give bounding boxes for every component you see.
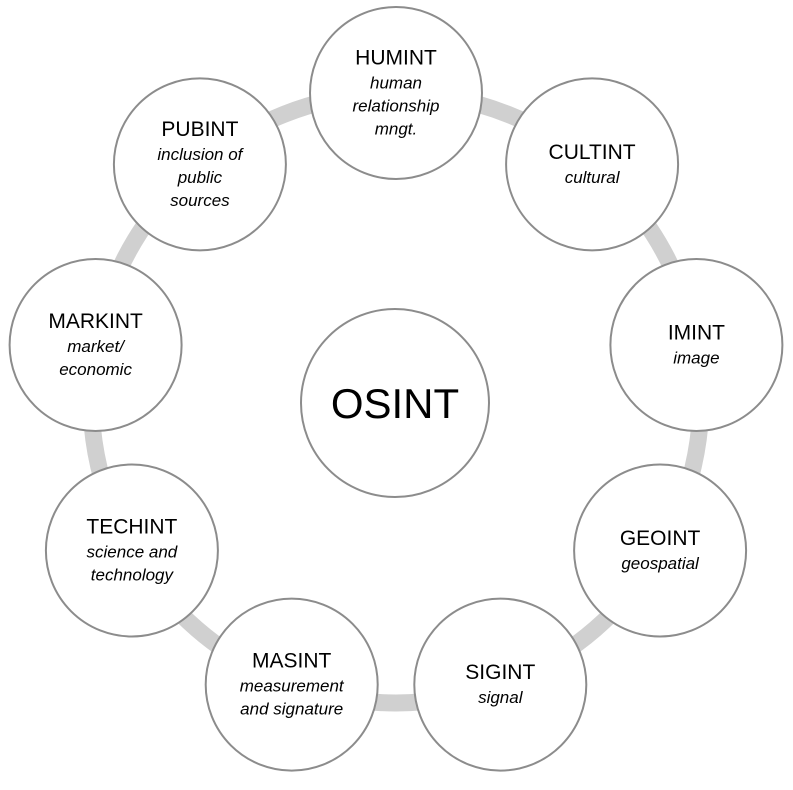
node-circle [413,597,588,772]
node-description-line: science and [87,543,178,562]
node-title: PUBINT [161,118,238,141]
node-description-line: technology [91,566,175,585]
node-description-line: cultural [565,168,621,187]
node-masint: MASINT measurement and signature [204,597,379,772]
center-circle [300,308,490,498]
outer-nodes-layer: HUMINT human relationship mngt. CULTINT cultu… [8,6,784,772]
node-description-line: geospatial [621,554,700,573]
node-circle [505,77,680,252]
node-markint: MARKINT market/economic [8,258,183,432]
node-description-line: image [673,349,719,368]
node-description-line: inclusion of [157,145,244,164]
node-title: IMINT [668,322,725,345]
node-imint: IMINT image [609,258,784,432]
node-title: SIGINT [465,661,535,684]
node-circle [204,597,379,772]
node-circle [8,258,183,432]
node-circle [573,463,748,638]
node-description-line: public [177,168,223,187]
node-title: MARKINT [48,310,143,333]
node-circle [309,6,483,180]
node-description-line: sources [170,191,230,210]
node-title: GEOINT [620,527,701,550]
center-node-osint: OSINT [300,308,490,498]
node-title: HUMINT [355,47,437,70]
node-circle [609,258,784,432]
node-pubint: PUBINT inclusion of public sources [112,77,287,252]
node-description-line: signal [478,688,524,707]
node-description-line: and signature [240,700,343,719]
node-description-line: market/ [67,337,126,356]
node-humint: HUMINT human relationship mngt. [309,6,483,180]
node-title: MASINT [252,650,332,673]
node-geoint: GEOINT geospatial [573,463,748,638]
node-title: TECHINT [86,516,177,539]
node-description-line: measurement [240,677,345,696]
node-description-line: relationship [353,97,440,116]
node-techint: TECHINT science and technology [44,463,219,638]
node-cultint: CULTINT cultural [505,77,680,252]
center-label: OSINT [331,380,459,427]
node-circle [112,77,287,252]
node-title: CULTINT [549,141,636,164]
node-sigint: SIGINT signal [413,597,588,772]
node-circle [44,463,219,638]
node-description-line: human [370,74,422,93]
node-description-line: economic [59,360,132,379]
node-description-line: mngt. [375,120,418,139]
